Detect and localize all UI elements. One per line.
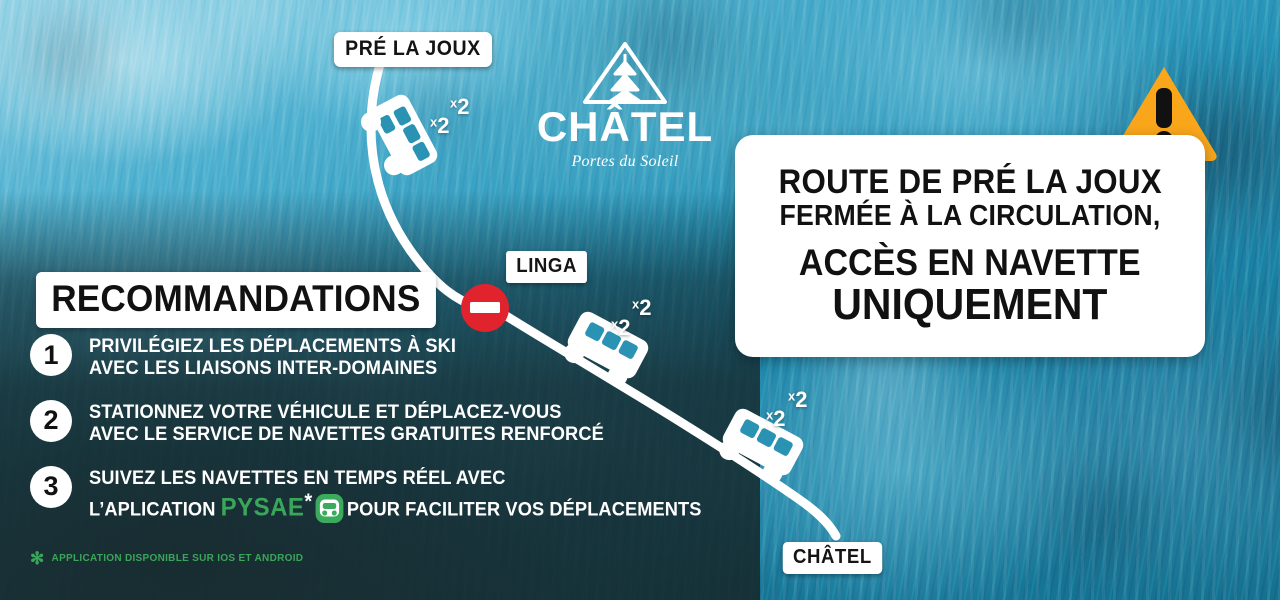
recommendation-item-2: 2 STATIONNEZ VOTRE VÉHICULE ET DÉPLACEZ-… [30, 399, 720, 447]
recommendation-item-3: 3 SUIVEZ LES NAVETTES EN TEMPS RÉEL AVEC… [30, 465, 720, 524]
callout-line-2: FERMÉE À LA CIRCULATION, [779, 199, 1161, 232]
no-entry-sign-icon [461, 284, 509, 332]
recommendation-3-line-1: SUIVEZ LES NAVETTES EN TEMPS RÉEL AVEC [89, 467, 506, 489]
map-label-linga[interactable]: LINGA [506, 251, 588, 283]
footnote: ✻ APPLICATION DISPONIBLE SUR IOS ET ANDR… [30, 550, 303, 567]
callout-line-1: ROUTE DE PRÉ LA JOUX [778, 163, 1162, 202]
logo-wordmark: CHÂTEL [536, 103, 714, 150]
recommendation-text-3: SUIVEZ LES NAVETTES EN TEMPS RÉEL AVEC L… [89, 468, 702, 524]
recommendation-1-line-1: PRIVILÉGIEZ LES DÉPLACEMENTS À SKI [89, 336, 457, 357]
pysae-footnote-star: * [304, 490, 313, 514]
recommendation-number-3: 3 [30, 465, 72, 508]
recommendation-text-1: PRIVILÉGIEZ LES DÉPLACEMENTS À SKI AVEC … [89, 336, 456, 381]
recommendation-number-1: 1 [30, 334, 72, 376]
map-label-pre-la-joux[interactable]: PRÉ LA JOUX [333, 32, 492, 67]
recommendations-title: RECOMMANDATIONS [36, 272, 436, 328]
recommendation-item-1: 1 PRIVILÉGIEZ LES DÉPLACEMENTS À SKI AVE… [30, 334, 720, 381]
bus-icon [564, 311, 649, 387]
shuttle-lower-mult-outer: x2 [788, 387, 808, 412]
recommendation-number-2: 2 [30, 399, 72, 442]
recommendations-list: 1 PRIVILÉGIEZ LES DÉPLACEMENTS À SKI AVE… [30, 334, 720, 544]
shuttle-middle-mult-inner: x2 [611, 315, 631, 340]
callout-line-3: ACCÈS EN NAVETTE [799, 242, 1141, 284]
recommendation-3-line-2: L’APLICATION PYSAE* POUR FACILITER VOS DÉ… [89, 490, 702, 524]
footnote-text: APPLICATION DISPONIBLE SUR IOS ET ANDROI… [51, 553, 304, 564]
shuttle-upper-mult-outer: x2 [450, 94, 470, 119]
recommendation-text-2: STATIONNEZ VOTRE VÉHICULE ET DÉPLACEZ-VO… [89, 402, 604, 447]
recommendation-2-line-2: AVEC LE SERVICE DE NAVETTES GRATUITES RE… [89, 424, 604, 446]
shuttle-lower-mult-inner: x2 [766, 406, 786, 431]
recommendation-3-prefix: L’APLICATION [89, 499, 221, 521]
footnote-star-icon: ✻ [30, 549, 45, 568]
chatel-logo[interactable]: CHÂTEL Portes du Soleil [520, 42, 730, 170]
bus-icon [719, 408, 804, 484]
recommendation-3-suffix: POUR FACILITER VOS DÉPLACEMENTS [346, 499, 702, 521]
map-label-chatel[interactable]: CHÂTEL [782, 542, 882, 574]
callout-line-4: UNIQUEMENT [832, 279, 1108, 329]
pysae-brand[interactable]: PYSAE [220, 493, 305, 522]
bus-icon [361, 94, 438, 176]
pysae-app-icon[interactable] [315, 494, 344, 524]
logo-tagline: Portes du Soleil [571, 153, 679, 170]
shuttle-middle-mult-outer: x2 [632, 295, 652, 320]
recommendation-1-line-2: AVEC LES LIAISONS INTER-DOMAINES [89, 358, 438, 380]
recommendation-2-line-1: STATIONNEZ VOTRE VÉHICULE ET DÉPLACEZ-VO… [89, 401, 562, 423]
fir-tree-in-triangle-icon [583, 42, 667, 104]
closure-callout: ROUTE DE PRÉ LA JOUX FERMÉE À LA CIRCULA… [735, 135, 1205, 357]
road-upper-segment [366, 53, 477, 310]
shuttle-upper-mult-inner: x2 [430, 113, 450, 138]
